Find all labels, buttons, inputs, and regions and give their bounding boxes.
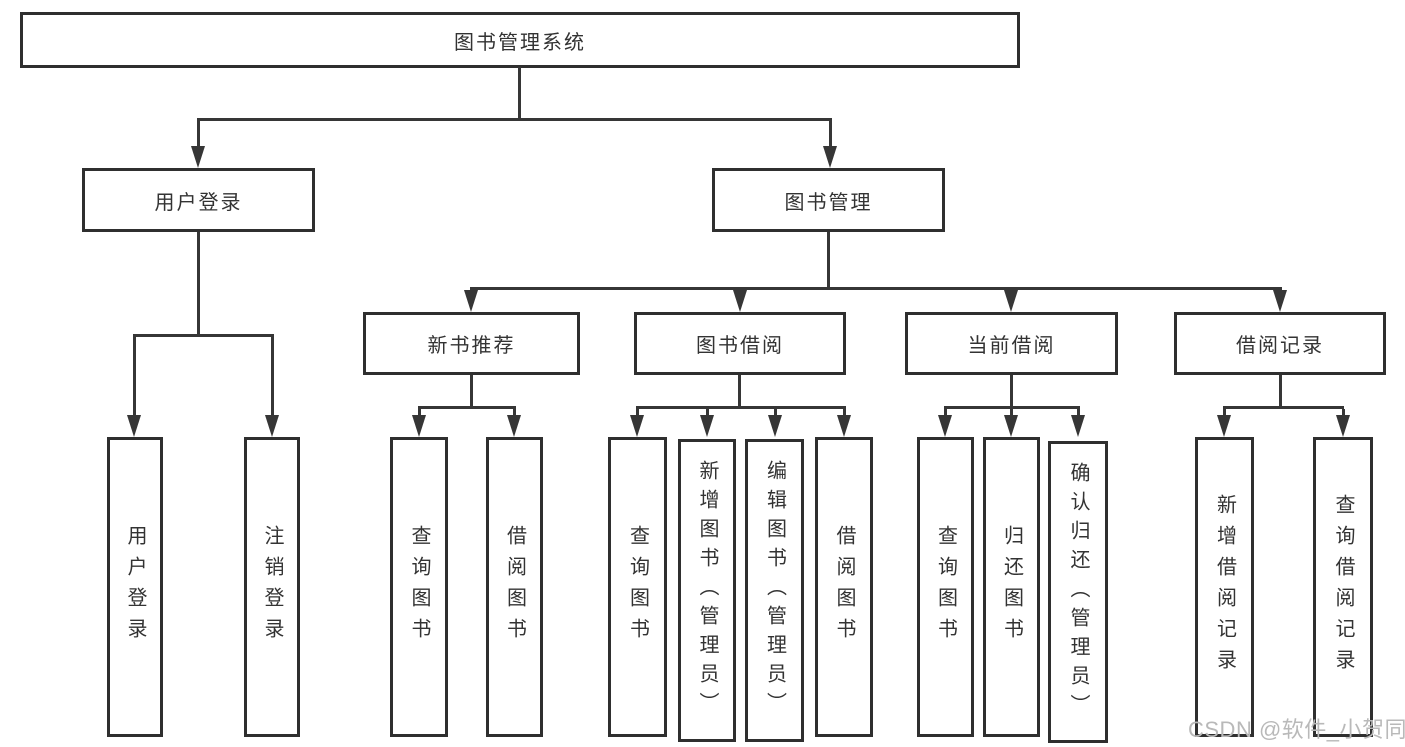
leaf-edit-book-admin: 编辑图书（管理员） bbox=[745, 439, 804, 742]
connector-user-login-rail bbox=[133, 334, 274, 337]
leaf-borrow-book-rec-label: 借阅图书 bbox=[503, 525, 526, 649]
node-root-label: 图书管理系统 bbox=[454, 31, 586, 54]
connector-drop bbox=[636, 409, 639, 417]
arrowhead-down-icon bbox=[768, 415, 782, 437]
csdn-watermark: CSDN @软件_小贺同学 bbox=[1188, 717, 1405, 742]
leaf-user-login: 用户登录 bbox=[107, 437, 163, 737]
arrowhead-down-icon bbox=[938, 415, 952, 437]
leaf-query-book-rec: 查询图书 bbox=[390, 437, 448, 737]
node-book-borrow-label: 图书借阅 bbox=[696, 335, 784, 357]
connector-current-borrow-rail bbox=[944, 406, 1080, 409]
leaf-add-borrow-record: 新增借阅记录 bbox=[1195, 437, 1254, 737]
leaf-user-login-label: 用户登录 bbox=[124, 525, 146, 649]
node-borrow-records: 借阅记录 bbox=[1174, 312, 1386, 375]
connector-user-login-stem bbox=[197, 232, 200, 337]
connector-current-borrow-stem bbox=[1010, 375, 1013, 406]
leaf-add-book-admin: 新增图书（管理员） bbox=[678, 439, 736, 742]
leaf-confirm-return-admin: 确认归还（管理员） bbox=[1048, 441, 1108, 743]
leaf-query-book-borrow-label: 查询图书 bbox=[626, 525, 649, 649]
leaf-return-book-label: 归还图书 bbox=[1000, 525, 1023, 649]
connector-book-mgmt-rail bbox=[470, 287, 1282, 290]
connector-borrow-records-rail bbox=[1223, 406, 1344, 409]
leaf-edit-book-admin-label: 编辑图书（管理员） bbox=[763, 460, 786, 721]
node-root: 图书管理系统 bbox=[20, 12, 1020, 68]
node-new-book-rec: 新书推荐 bbox=[363, 312, 580, 375]
leaf-add-borrow-record-label: 新增借阅记录 bbox=[1213, 494, 1236, 680]
connector-drop bbox=[843, 409, 846, 417]
connector-new-book-rec-rail bbox=[418, 406, 516, 409]
node-book-mgmt: 图书管理 bbox=[712, 168, 945, 232]
connector-drop bbox=[706, 409, 709, 417]
connector-drop bbox=[1077, 409, 1080, 417]
leaf-borrow-book: 借阅图书 bbox=[815, 437, 873, 737]
node-borrow-records-label: 借阅记录 bbox=[1236, 335, 1324, 357]
leaf-query-book-borrow: 查询图书 bbox=[608, 437, 667, 737]
leaf-add-book-admin-label: 新增图书（管理员） bbox=[696, 460, 718, 721]
connector-drop bbox=[774, 409, 777, 417]
connector-drop bbox=[1010, 409, 1013, 417]
arrowhead-down-icon bbox=[1217, 415, 1231, 437]
arrowhead-down-icon bbox=[412, 415, 426, 437]
arrowhead-down-icon bbox=[823, 146, 837, 168]
arrowhead-down-icon bbox=[507, 415, 521, 437]
node-new-book-rec-label: 新书推荐 bbox=[427, 335, 516, 357]
arrowhead-down-icon bbox=[191, 146, 205, 168]
connector-drop bbox=[1342, 409, 1345, 417]
arrowhead-down-icon bbox=[1071, 415, 1085, 437]
leaf-borrow-book-label: 借阅图书 bbox=[833, 525, 855, 649]
leaf-logout: 注销登录 bbox=[244, 437, 300, 737]
node-current-borrow: 当前借阅 bbox=[905, 312, 1118, 375]
connector-drop bbox=[1223, 409, 1226, 417]
leaf-query-book-current: 查询图书 bbox=[917, 437, 974, 737]
connector-new-book-rec-stem bbox=[470, 375, 473, 406]
arrowhead-down-icon bbox=[700, 415, 714, 437]
arrowhead-down-icon bbox=[1273, 290, 1287, 312]
connector-book-mgmt-stem bbox=[827, 232, 830, 290]
leaf-query-borrow-record-label: 查询借阅记录 bbox=[1332, 494, 1354, 680]
node-user-login-label: 用户登录 bbox=[154, 191, 243, 214]
leaf-confirm-return-admin-label: 确认归还（管理员） bbox=[1067, 461, 1089, 723]
leaf-query-borrow-record: 查询借阅记录 bbox=[1313, 437, 1373, 737]
connector-drop bbox=[513, 409, 516, 417]
arrowhead-down-icon bbox=[837, 415, 851, 437]
leaf-return-book: 归还图书 bbox=[983, 437, 1040, 737]
node-current-borrow-label: 当前借阅 bbox=[967, 335, 1056, 357]
leaf-borrow-book-rec: 借阅图书 bbox=[486, 437, 543, 737]
connector-drop bbox=[418, 409, 421, 417]
connector-borrow-records-stem bbox=[1279, 375, 1282, 406]
arrowhead-down-icon bbox=[733, 290, 747, 312]
leaf-logout-label: 注销登录 bbox=[261, 525, 283, 649]
arrowhead-down-icon bbox=[630, 415, 644, 437]
leaf-query-book-current-label: 查询图书 bbox=[934, 525, 957, 649]
arrowhead-down-icon bbox=[1004, 415, 1018, 437]
connector-to-leaf-logout bbox=[271, 337, 274, 417]
node-book-mgmt-label: 图书管理 bbox=[784, 191, 873, 214]
leaf-query-book-rec-label: 查询图书 bbox=[408, 525, 430, 649]
connector-book-borrow-rail bbox=[636, 406, 846, 409]
connector-to-book-mgmt bbox=[829, 121, 832, 148]
node-user-login: 用户登录 bbox=[82, 168, 315, 232]
connector-to-user-login bbox=[197, 121, 200, 148]
connector-book-borrow-stem bbox=[738, 375, 741, 406]
connector-to-leaf-login bbox=[133, 337, 136, 417]
arrowhead-down-icon bbox=[1336, 415, 1350, 437]
arrowhead-down-icon bbox=[464, 290, 478, 312]
connector-root-rail bbox=[197, 118, 832, 121]
connector-drop bbox=[944, 409, 947, 417]
node-book-borrow: 图书借阅 bbox=[634, 312, 846, 375]
connector-root-stem bbox=[518, 67, 521, 121]
arrowhead-down-icon bbox=[265, 415, 279, 437]
arrowhead-down-icon bbox=[1004, 290, 1018, 312]
arrowhead-down-icon bbox=[127, 415, 141, 437]
